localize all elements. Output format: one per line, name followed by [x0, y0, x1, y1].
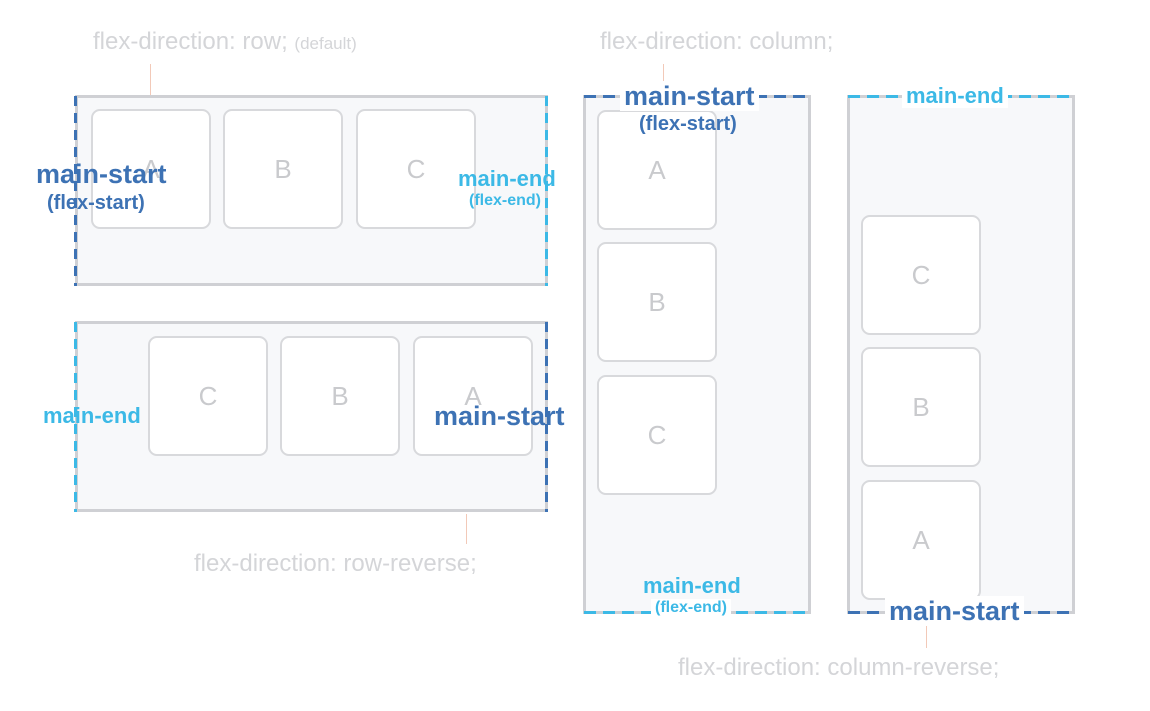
- flex-item: B: [280, 336, 400, 456]
- flex-item: C: [861, 215, 981, 335]
- flex-item: A: [91, 109, 211, 229]
- flex-end-text: (flex-end): [651, 599, 731, 616]
- flex-container-row: A B C: [75, 95, 548, 286]
- main-start-label: main-start: [885, 596, 1024, 626]
- flex-item: A: [597, 110, 717, 230]
- main-start-edge: [74, 96, 77, 286]
- caption-row-reverse-tick: [466, 514, 467, 544]
- flex-item: C: [148, 336, 268, 456]
- main-end-edge: [545, 96, 548, 286]
- main-start-text: main-start: [620, 81, 759, 111]
- main-end-label: main-end: [458, 166, 556, 191]
- caption-row-reverse: flex-direction: row-reverse;: [194, 550, 477, 577]
- flex-item: C: [356, 109, 476, 229]
- caption-row-text: flex-direction: row;: [93, 28, 288, 55]
- flex-item: A: [861, 480, 981, 600]
- flex-item: B: [861, 347, 981, 467]
- flex-item: B: [597, 242, 717, 362]
- flex-item: B: [223, 109, 343, 229]
- main-end-text: main-end: [902, 83, 1008, 108]
- main-start-edge: [545, 322, 548, 512]
- main-end-label: main-end: [643, 573, 741, 598]
- caption-row: flex-direction: row; (default): [93, 28, 357, 56]
- main-end-label: main-end: [43, 403, 141, 428]
- main-start-label: main-start: [434, 401, 565, 431]
- caption-row-tick: [150, 64, 151, 95]
- flex-container-column-reverse: C B A: [847, 95, 1075, 614]
- main-start-label: main-start: [620, 81, 759, 111]
- caption-column: flex-direction: column;: [600, 28, 834, 55]
- flex-start-label: (flex-start): [639, 113, 737, 135]
- main-start-label: main-start: [36, 159, 167, 189]
- caption-column-reverse: flex-direction: column-reverse;: [678, 654, 1000, 681]
- flex-container-row-reverse: C B A: [75, 321, 548, 512]
- flex-item: A: [413, 336, 533, 456]
- main-end-edge: [74, 322, 77, 512]
- flex-end-label: (flex-end): [469, 192, 541, 209]
- main-end-label: main-end: [902, 83, 1008, 108]
- main-start-text: main-start: [885, 596, 1024, 626]
- flex-end-label: (flex-end): [651, 599, 731, 616]
- caption-column-reverse-tick: [926, 626, 927, 648]
- caption-column-tick: [663, 64, 664, 95]
- caption-row-note: (default): [294, 34, 357, 53]
- flex-start-label: (flex-start): [47, 192, 145, 214]
- flex-container-column: A B C: [583, 95, 811, 614]
- flex-item: C: [597, 375, 717, 495]
